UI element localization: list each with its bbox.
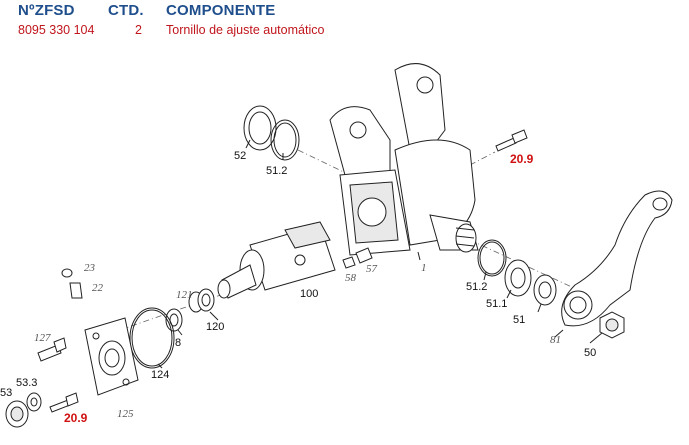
part-120-seal xyxy=(197,288,215,312)
part-51-2-top-snap-ring xyxy=(270,119,300,161)
part-52-ring xyxy=(243,105,277,151)
callout-1: 1 xyxy=(421,262,427,274)
callout-22: 22 xyxy=(92,282,104,294)
part-1-steering-housing xyxy=(329,63,479,256)
callout-52: 52 xyxy=(234,150,246,162)
quantity-value: 2 xyxy=(135,23,142,37)
callout-50: 50 xyxy=(584,347,596,359)
part-51-washer xyxy=(533,274,557,306)
callout-121: 121 xyxy=(176,289,193,301)
callout-81: 81 xyxy=(550,334,561,346)
callout-51-2-top: 51.2 xyxy=(266,165,287,177)
column-header-quantity: CTD. xyxy=(108,2,144,19)
callout-53-3: 53.3 xyxy=(16,377,37,389)
part-100-control-valve xyxy=(217,221,336,299)
callout-58: 58 xyxy=(345,272,357,284)
part-125-cover xyxy=(84,317,139,396)
part-57-fitting xyxy=(355,247,373,264)
callout-51-1: 51.1 xyxy=(486,298,507,310)
part-number-value: 8095 330 104 xyxy=(18,23,95,37)
part-51-1-seal xyxy=(504,259,532,297)
part-53-3-washer xyxy=(26,392,42,412)
callout-120: 120 xyxy=(206,321,224,333)
part-22-adjuster xyxy=(69,282,83,299)
callout-23: 23 xyxy=(84,262,96,274)
parts-table-header: NºZFSD CTD. COMPONENTE 8095 330 104 2 To… xyxy=(0,0,689,44)
column-header-part-number: NºZFSD xyxy=(18,2,75,19)
callout-125: 125 xyxy=(117,408,134,420)
column-header-component: COMPONENTE xyxy=(166,2,276,19)
part-20-9-top-bolt xyxy=(495,129,528,152)
part-58-fitting xyxy=(342,256,356,269)
axis-line-bolt xyxy=(469,151,496,166)
callout-51-2-bottom: 51.2 xyxy=(466,281,487,293)
leader-lines xyxy=(157,139,603,369)
callout-57: 57 xyxy=(366,263,378,275)
part-23-ring xyxy=(61,268,73,278)
callout-100: 100 xyxy=(300,288,318,300)
callout-20-9-top: 20.9 xyxy=(510,152,534,166)
part-51-2-bottom-snap-ring xyxy=(477,239,507,277)
component-value: Tornillo de ajuste automático xyxy=(166,23,325,37)
part-124-o-ring xyxy=(129,307,175,369)
callout-8: 8 xyxy=(175,337,181,349)
part-81-pitman-arm xyxy=(561,190,673,327)
callout-127: 127 xyxy=(34,332,51,344)
part-50-nut xyxy=(599,311,625,339)
part-8-washer xyxy=(165,308,183,332)
callout-51: 51 xyxy=(513,314,525,326)
callout-20-9-bottom: 20.9 xyxy=(64,411,88,425)
axis-line-upper xyxy=(297,149,351,176)
callout-53: 53 xyxy=(0,387,12,399)
callout-124: 124 xyxy=(151,369,169,381)
part-127-bolt xyxy=(37,337,67,362)
part-20-9-bottom-screw xyxy=(49,392,79,413)
part-53-nut xyxy=(5,400,29,428)
